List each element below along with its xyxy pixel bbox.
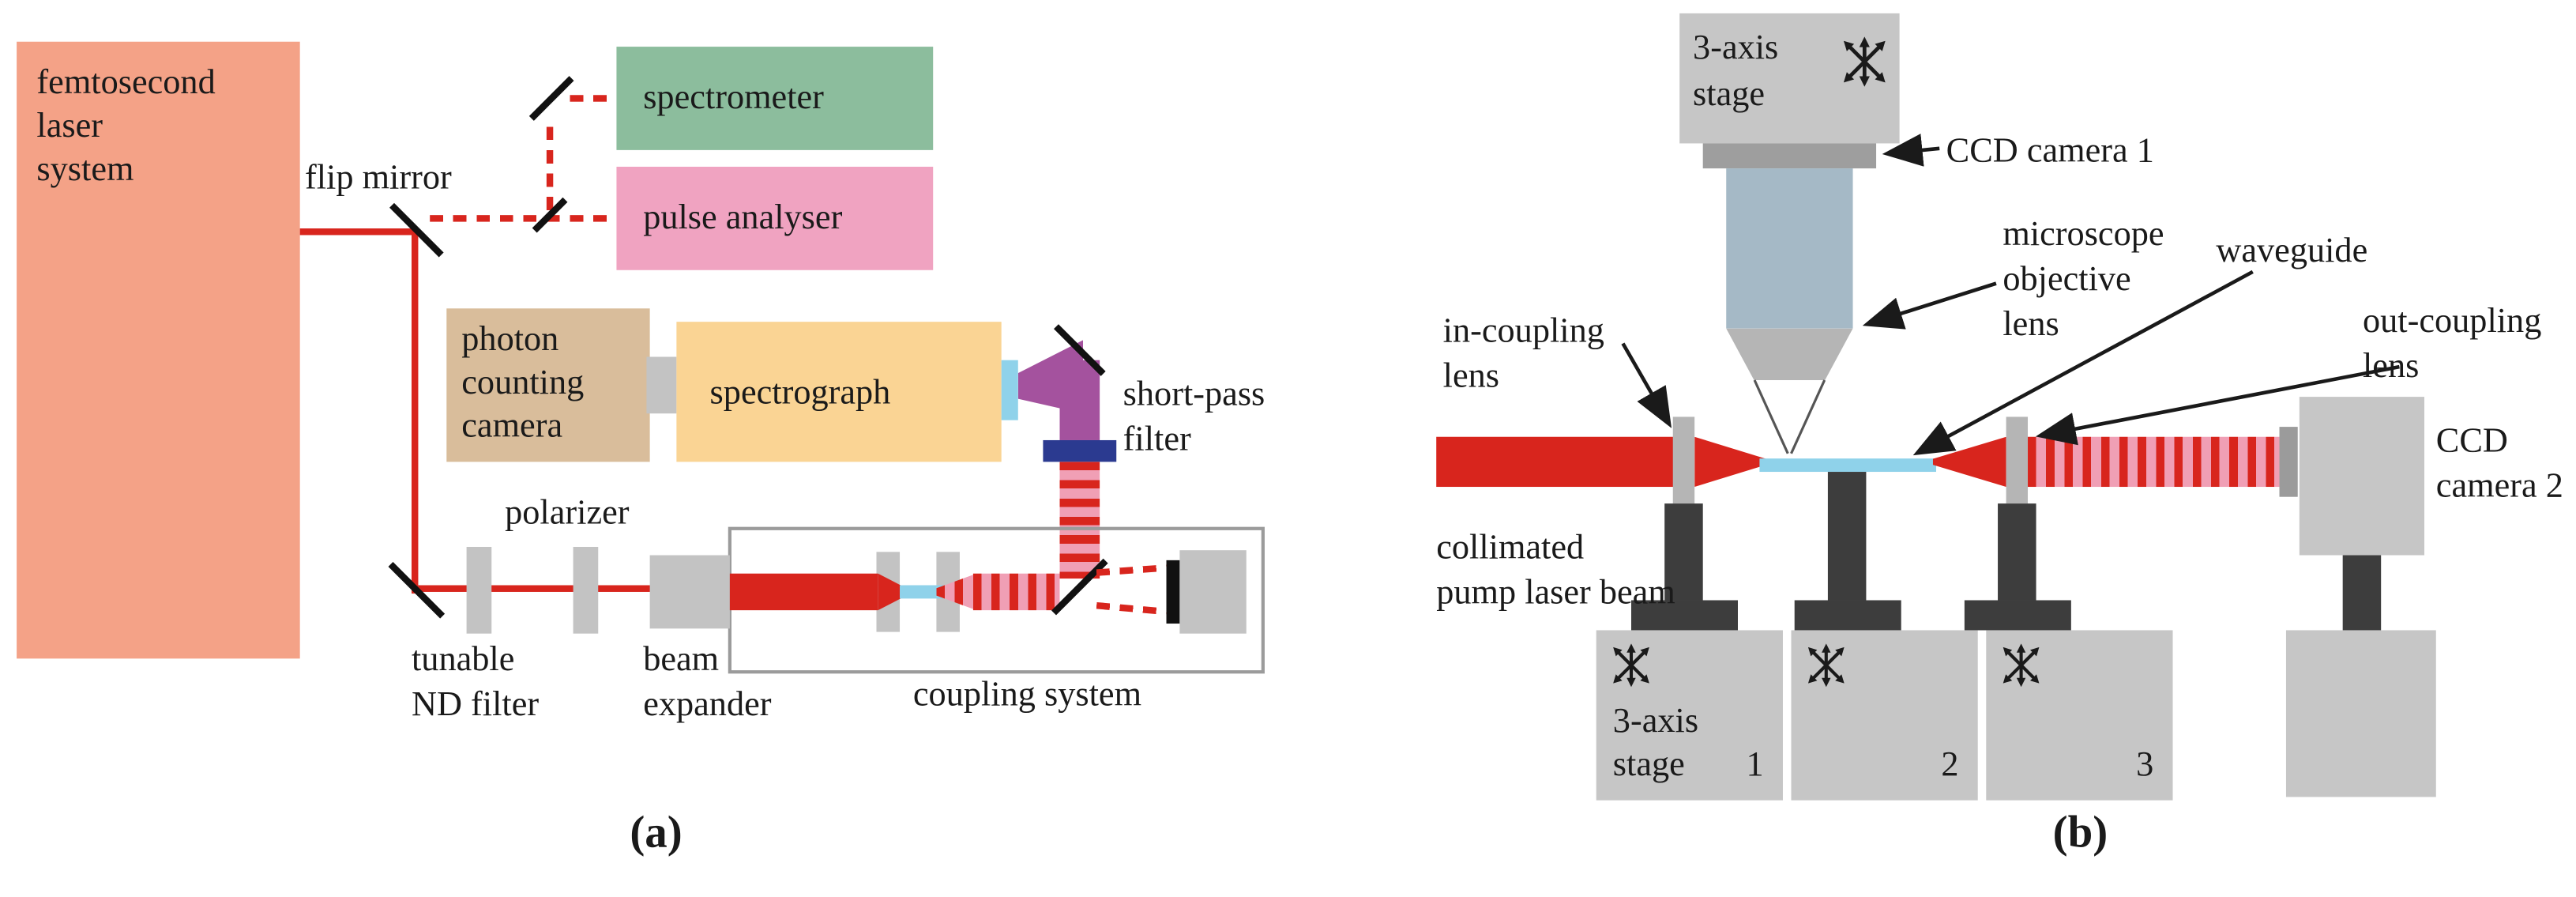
ccd-camera-2-window xyxy=(2279,427,2298,497)
pulse-analyser-label: pulse analyser xyxy=(643,196,843,237)
waveguide-post xyxy=(1827,472,1867,601)
dashed-beam-vertical xyxy=(546,126,554,216)
spectrograph-label: spectrograph xyxy=(709,371,891,413)
xyz-arrows-icon xyxy=(1807,643,1845,688)
in-coupling-label-line2: lens xyxy=(1442,355,1500,395)
out-coupling-taper xyxy=(1932,436,2006,488)
expanded-beam xyxy=(729,573,878,611)
nd-filter-label-line1: tunable xyxy=(411,639,515,679)
microscope-objective-body xyxy=(1726,168,1853,329)
waveguide-sample xyxy=(900,585,943,599)
detector-aperture xyxy=(1166,560,1180,624)
laser-label-line1: femtosecond xyxy=(36,62,216,102)
pump-laser-beam xyxy=(1436,436,1676,488)
stage-number-1: 1 xyxy=(1746,743,1764,784)
in-lens-post xyxy=(1664,503,1703,601)
camera-spectrograph-connector xyxy=(646,356,677,414)
out-coupling-lens xyxy=(2006,416,2029,504)
spectrometer-box: spectrometer xyxy=(616,47,934,150)
objective-label-line3: lens xyxy=(2003,303,2059,344)
short-pass-filter xyxy=(1043,439,1117,462)
dashed-beam-to-spectrometer xyxy=(570,95,617,102)
ccd-camera-2-label-line1: CCD xyxy=(2435,420,2508,461)
photon-camera-line1: photon xyxy=(461,318,559,359)
out-coupled-striped-beam xyxy=(2028,436,2280,488)
pulse-analyser-box: pulse analyser xyxy=(616,166,934,270)
bottom-stage-2: 2 xyxy=(1791,630,1978,801)
top-stage-label-line1: 3-axis xyxy=(1693,26,1779,67)
bottom-stage-3: 3 xyxy=(1986,630,2173,801)
out-coupling-label-line1: out-coupling xyxy=(2362,300,2542,341)
bottom-stage-label-line2: stage xyxy=(1612,743,1685,784)
objective-label-line1: microscope xyxy=(2003,213,2164,254)
stage-number-2: 2 xyxy=(1941,743,1959,784)
polarizer xyxy=(573,546,599,634)
spectrograph-input-lens xyxy=(1001,360,1018,420)
bottom-stage-label-line1: 3-axis xyxy=(1612,700,1699,741)
dashed-beam-to-pulse-analyser xyxy=(430,215,617,222)
coupling-system-label: coupling system xyxy=(912,673,1142,714)
waveguide-label: waveguide xyxy=(2216,230,2368,270)
out-coupling-label-line2: lens xyxy=(2362,345,2420,386)
ccd-camera-2-post xyxy=(2342,555,2382,631)
flip-mirror-label: flip mirror xyxy=(305,156,452,197)
laser-label-line2: laser xyxy=(36,104,103,145)
striped-beam-horizontal xyxy=(972,573,1060,611)
ccd-camera-1-body xyxy=(1702,143,1877,169)
photon-counting-camera-box: photon counting camera xyxy=(446,308,650,462)
ccd-camera-2-body xyxy=(2299,397,2425,556)
xyz-arrows-icon xyxy=(1613,643,1649,688)
spectrograph-box: spectrograph xyxy=(676,322,1002,462)
ccd-camera-1-label: CCD camera 1 xyxy=(1946,130,2154,171)
short-pass-label-line1: short-pass xyxy=(1123,373,1265,414)
waveguide-foot xyxy=(1794,600,1901,631)
beam-expander-label-line1: beam xyxy=(643,639,720,679)
objective-nose-cone xyxy=(1726,328,1853,381)
striped-beam-vertical xyxy=(1059,462,1100,579)
femtosecond-laser-box: femtosecond laser system xyxy=(17,41,300,659)
spectrometer-label: spectrometer xyxy=(643,77,824,117)
detector-box xyxy=(1179,550,1247,634)
pump-beam-label-line1: collimated xyxy=(1436,526,1585,567)
laser-label-line3: system xyxy=(36,148,134,189)
in-lens-foot xyxy=(1631,600,1738,631)
short-pass-label-line2: filter xyxy=(1123,418,1191,459)
beam-vertical-segment xyxy=(411,233,419,594)
in-coupling-label-line1: in-coupling xyxy=(1442,310,1604,351)
in-coupling-taper xyxy=(1694,436,1766,488)
bottom-stage-1: 3-axis stage 1 xyxy=(1596,630,1783,801)
laser-output-beam xyxy=(299,228,417,236)
photon-camera-line3: camera xyxy=(461,405,563,446)
ccd-camera-2-label-line2: camera 2 xyxy=(2435,465,2563,506)
top-stage-label-line2: stage xyxy=(1693,73,1766,114)
objective-label-line2: objective xyxy=(2003,258,2131,299)
top-3-axis-stage: 3-axis stage xyxy=(1679,13,1900,144)
panel-b-caption: (b) xyxy=(2052,807,2108,857)
panel-a-caption: (a) xyxy=(630,807,683,857)
stage-number-3: 3 xyxy=(2136,743,2154,784)
pump-beam-label-line2: pump laser beam xyxy=(1436,571,1675,612)
ccd-camera-2-stand xyxy=(2285,630,2436,797)
in-coupling-lens xyxy=(1672,416,1695,504)
beam-expander-label-line2: expander xyxy=(643,683,772,724)
beam-expander xyxy=(649,555,730,629)
nd-filter-label-line2: ND filter xyxy=(411,683,540,724)
xyz-arrows-icon xyxy=(1843,36,1886,87)
out-lens-post xyxy=(1998,503,2036,601)
polarizer-label: polarizer xyxy=(505,492,630,532)
xyz-arrows-icon xyxy=(2003,643,2040,688)
tunable-nd-filter xyxy=(466,546,492,634)
purple-beam-vertical xyxy=(1059,360,1100,440)
out-lens-foot xyxy=(1964,600,2071,631)
photon-camera-line2: counting xyxy=(461,361,585,402)
waveguide xyxy=(1759,458,1937,473)
